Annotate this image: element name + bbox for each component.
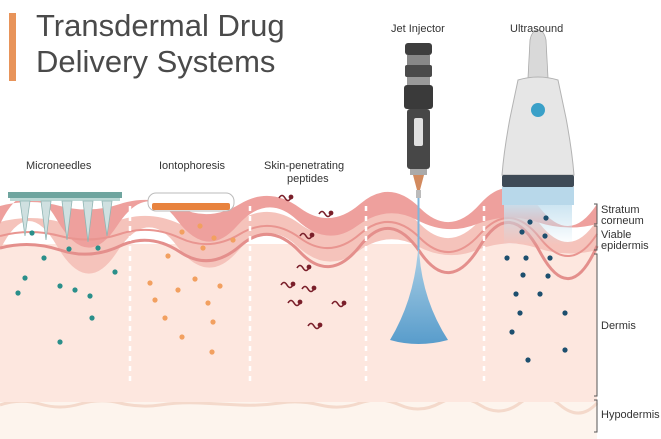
label-jet-injector: Jet Injector bbox=[391, 23, 445, 35]
iontophoresis-drug-particles bbox=[147, 223, 236, 355]
peptide-molecules bbox=[278, 194, 347, 330]
iontophoresis-patch bbox=[147, 192, 235, 212]
stratum-corneum-layer bbox=[0, 187, 597, 248]
viable-epidermis-layer bbox=[0, 203, 597, 274]
label-iontophoresis: Iontophoresis bbox=[159, 160, 226, 172]
label-peptides-line-2: peptides bbox=[287, 173, 329, 185]
jet-dispersion-cone bbox=[390, 250, 448, 344]
label-stratum-1: Stratum bbox=[601, 204, 640, 216]
ultrasound-beam bbox=[504, 205, 572, 245]
label-stratum-2: corneum bbox=[601, 215, 644, 227]
hypodermis-layer bbox=[0, 398, 597, 439]
title-line-1: Transdermal Drug bbox=[36, 8, 285, 43]
label-peptides-line-1: Skin-penetrating bbox=[264, 160, 345, 172]
ultrasound-probe bbox=[501, 29, 575, 205]
label-ultrasound: Ultrasound bbox=[510, 23, 564, 35]
page-title: Transdermal Drug Delivery Systems bbox=[36, 8, 285, 80]
microneedle-drug-particles bbox=[15, 230, 118, 345]
jet-injector-device bbox=[404, 43, 433, 198]
label-hypodermis: Hypodermis bbox=[601, 409, 660, 421]
title-line-2: Delivery Systems bbox=[36, 44, 276, 79]
title-accent-bar bbox=[9, 13, 16, 81]
label-viable-1: Viable bbox=[601, 229, 632, 241]
ultrasound-drug-particles bbox=[504, 215, 568, 363]
label-viable-2: epidermis bbox=[601, 240, 649, 252]
label-dermis: Dermis bbox=[601, 320, 636, 332]
microneedle-patch bbox=[8, 192, 122, 243]
label-microneedles: Microneedles bbox=[26, 160, 92, 172]
layer-brackets bbox=[594, 203, 598, 433]
